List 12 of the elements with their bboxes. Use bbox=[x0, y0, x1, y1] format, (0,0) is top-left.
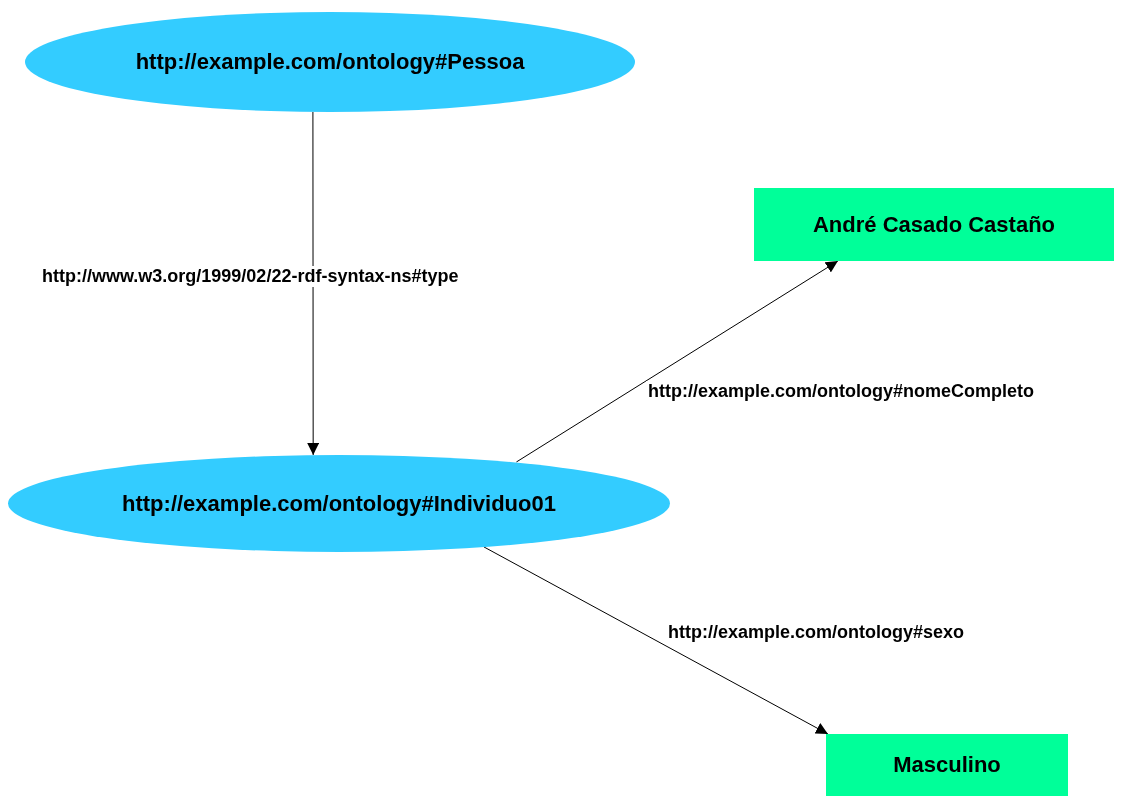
node-label: http://example.com/ontology#Pessoa bbox=[135, 49, 525, 75]
node-label: Masculino bbox=[893, 752, 1001, 778]
literal-box bbox=[754, 188, 1114, 261]
arrow bbox=[307, 111, 320, 456]
node-label: http://example.com/ontology#Individuo01 bbox=[122, 490, 556, 517]
edge-label: http://example.com/ontology#nomeCompleto bbox=[646, 381, 1037, 402]
edge-label: http://example.com/ontology#sexo bbox=[666, 622, 967, 643]
arrow bbox=[515, 260, 839, 463]
node-label: André Casado Castaño bbox=[812, 211, 1056, 238]
literal-box bbox=[826, 734, 1068, 796]
edge-label: http://www.w3.org/1999/02/22-rdf-syntax-ns#type bbox=[40, 266, 461, 287]
arrow bbox=[483, 546, 829, 735]
